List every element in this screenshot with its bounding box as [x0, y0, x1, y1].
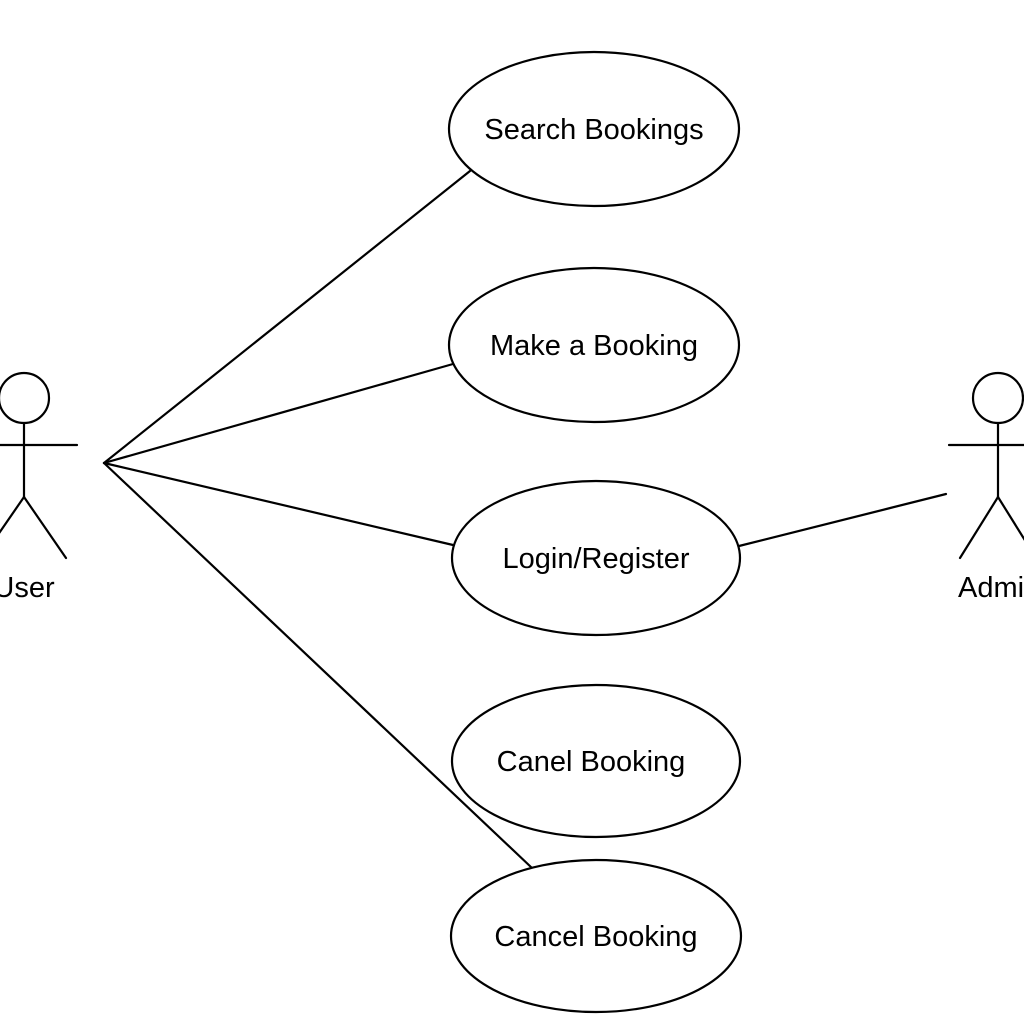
use-case-cancel-booking[interactable]: Cancel Booking	[449, 858, 743, 1014]
use-case-canel-booking[interactable]: Canel Booking	[450, 683, 742, 839]
use-case-login-register[interactable]: Login/Register	[450, 479, 742, 637]
association-user-login	[102, 461, 455, 547]
actor-admin-head	[971, 371, 1024, 425]
actor-user[interactable]: User	[0, 371, 79, 604]
use-case-search-bookings-ellipse	[447, 50, 741, 208]
actor-admin-label: Admin	[958, 572, 1024, 604]
use-case-cancel-booking-label: Cancel Booking	[494, 921, 697, 953]
actor-admin[interactable]: Admin	[947, 371, 1024, 604]
actor-user-left-leg	[0, 495, 26, 534]
actor-user-head	[0, 371, 51, 425]
use-case-canel-booking-label: Canel Booking	[497, 746, 686, 778]
association-user-cancel	[102, 461, 534, 870]
use-case-make-a-booking-ellipse	[447, 266, 741, 424]
association-user-make	[102, 362, 455, 465]
use-case-search-bookings[interactable]: Search Bookings	[447, 50, 741, 208]
use-case-cancel-booking-ellipse	[449, 858, 743, 1014]
use-case-make-a-booking[interactable]: Make a Booking	[447, 266, 741, 424]
use-case-login-register-label: Login/Register	[503, 543, 690, 575]
use-case-canel-booking-ellipse	[450, 683, 742, 839]
associations	[102, 169, 948, 870]
actor-user-label: User	[0, 572, 55, 604]
use-case-make-a-booking-label: Make a Booking	[490, 330, 698, 362]
use-case-search-bookings-label: Search Bookings	[484, 114, 703, 146]
use-case-login-register-ellipse	[450, 479, 742, 637]
actor-user-right-leg	[22, 495, 68, 560]
association-admin-login	[737, 492, 948, 548]
actor-admin-left-leg	[958, 495, 1000, 560]
actor-admin-right-leg	[996, 495, 1024, 541]
association-user-search	[102, 169, 472, 465]
